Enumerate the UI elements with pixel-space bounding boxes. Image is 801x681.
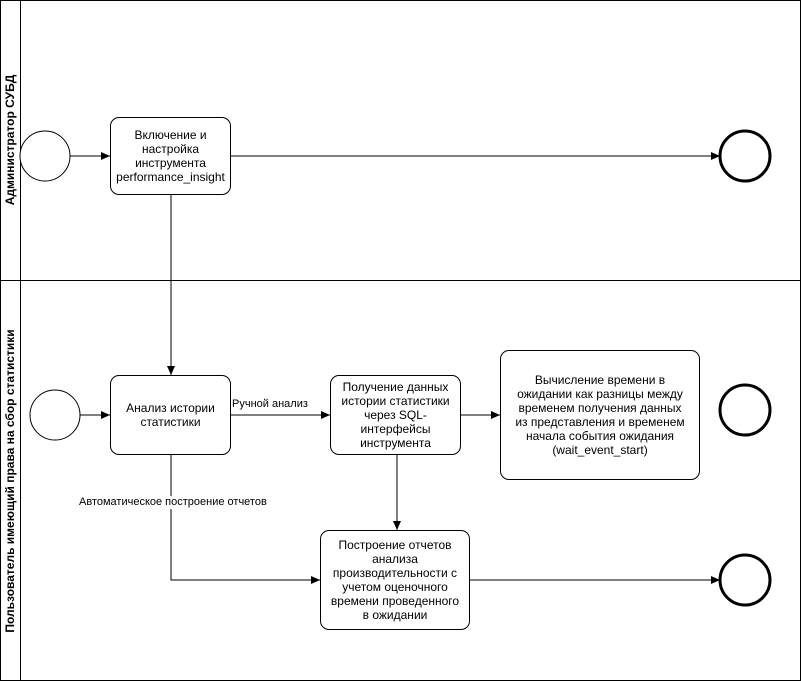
task-setup-label: Включение и настройка инструмента perfor… (116, 128, 225, 184)
edge-label-auto: Автоматическое построение отчетов (79, 496, 267, 509)
task-analysis-label: Анализ истории статистики (126, 401, 215, 429)
task-analysis[interactable]: Анализ истории статистики (110, 375, 231, 455)
edge-label-manual: Ручной анализ (232, 398, 308, 411)
end-event-admin[interactable] (718, 129, 772, 183)
end-event-compute[interactable] (718, 383, 772, 437)
task-reports[interactable]: Построение отчетов анализа производитель… (320, 530, 470, 630)
task-compute-label: Вычисление времени в ожидании как разниц… (515, 373, 685, 457)
start-event-user[interactable] (29, 389, 81, 441)
task-compute[interactable]: Вычисление времени в ожидании как разниц… (500, 350, 700, 480)
lane-label-admin: Администратор СУБД (3, 74, 17, 205)
task-fetch-label: Получение данных истории статистики чере… (341, 380, 450, 450)
end-event-reports[interactable] (718, 553, 772, 607)
start-event-admin[interactable] (19, 130, 71, 182)
task-reports-label: Построение отчетов анализа производитель… (330, 538, 460, 622)
task-fetch[interactable]: Получение данных истории статистики чере… (330, 375, 461, 455)
task-setup[interactable]: Включение и настройка инструмента perfor… (110, 117, 231, 195)
lane-label-user: Пользователь имеющий права на сбор стати… (3, 329, 17, 632)
